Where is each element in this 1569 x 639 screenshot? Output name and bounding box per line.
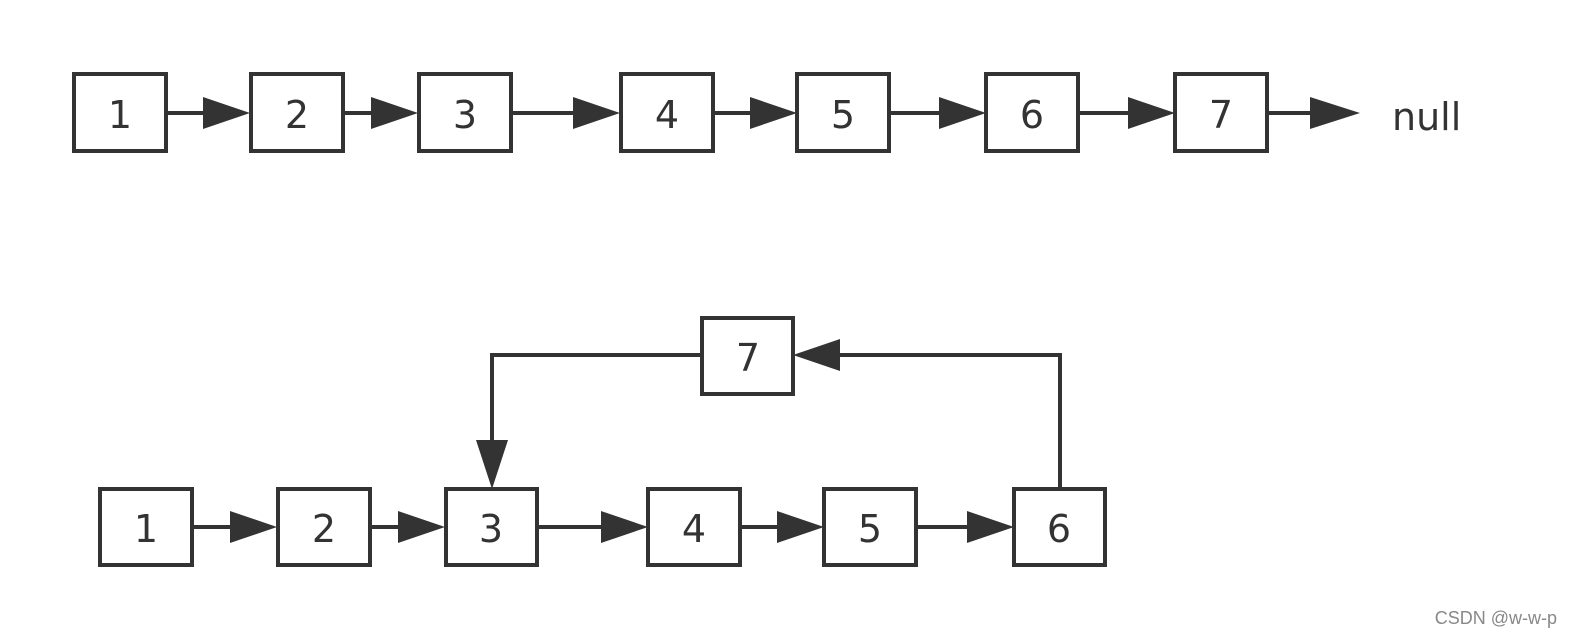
top-arrowhead-6-7 xyxy=(1128,97,1175,129)
bottom-node-1-label: 1 xyxy=(134,507,158,551)
top-arrowhead-2-3 xyxy=(371,97,418,129)
top-arrowhead-1-2 xyxy=(203,97,250,129)
bottom-arrowhead-2-3 xyxy=(398,511,445,543)
top-arrowhead-3-4 xyxy=(573,97,620,129)
bottom-node-3-label: 3 xyxy=(479,507,503,551)
cycle-edge-7-3 xyxy=(490,353,702,452)
top-node-5: 5 xyxy=(795,72,891,153)
bottom-node-2: 2 xyxy=(276,487,372,567)
top-node-3: 3 xyxy=(417,72,513,153)
bottom-arrowhead-5-6 xyxy=(967,511,1014,543)
top-arrowhead-5-6 xyxy=(939,97,986,129)
bottom-arrowhead-3-4 xyxy=(601,511,648,543)
bottom-arrowhead-4-5 xyxy=(777,511,824,543)
bottom-node-4-label: 4 xyxy=(682,507,706,551)
top-node-1: 1 xyxy=(72,72,168,153)
top-node-6-label: 6 xyxy=(1020,93,1044,137)
top-node-2-label: 2 xyxy=(285,93,309,137)
top-list: 1 2 3 4 5 6 7 null xyxy=(72,72,1461,153)
top-node-4: 4 xyxy=(619,72,715,153)
bottom-node-2-label: 2 xyxy=(312,507,336,551)
top-node-3-label: 3 xyxy=(453,93,477,137)
bottom-node-5-label: 5 xyxy=(858,507,882,551)
top-node-1-label: 1 xyxy=(108,93,132,137)
top-node-4-label: 4 xyxy=(655,93,679,137)
cycle-edge-6-7 xyxy=(830,353,1062,489)
bottom-arrowhead-1-2 xyxy=(230,511,277,543)
watermark: CSDN @w-w-p xyxy=(1434,608,1557,628)
bottom-node-4: 4 xyxy=(646,487,742,567)
top-node-5-label: 5 xyxy=(831,93,855,137)
cycle-arrowhead-7-3 xyxy=(476,440,508,489)
null-label: null xyxy=(1392,95,1461,139)
bottom-node-6-label: 6 xyxy=(1047,507,1071,551)
cycle-node-7: 7 xyxy=(700,316,795,396)
top-node-6: 6 xyxy=(984,72,1080,153)
bottom-node-6: 6 xyxy=(1012,487,1107,567)
top-arrowhead-7-null xyxy=(1310,97,1360,129)
cycle-arrowhead-6-7 xyxy=(793,339,840,371)
top-arrowhead-4-5 xyxy=(750,97,797,129)
bottom-node-3: 3 xyxy=(444,487,539,567)
top-node-2: 2 xyxy=(249,72,345,153)
top-node-7-label: 7 xyxy=(1209,93,1233,137)
cycle-node-7-label: 7 xyxy=(736,336,760,380)
bottom-node-5: 5 xyxy=(822,487,918,567)
top-node-7: 7 xyxy=(1173,72,1269,153)
bottom-list: 1 2 3 4 5 6 7 xyxy=(98,316,1107,567)
bottom-node-1: 1 xyxy=(98,487,194,567)
